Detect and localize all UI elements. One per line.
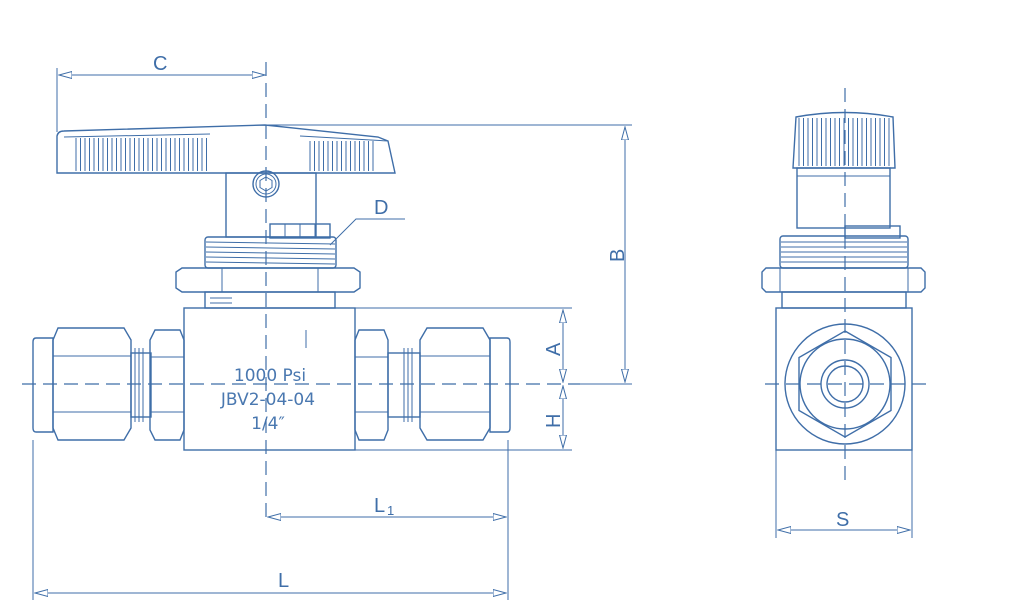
handle-knurl-right (309, 141, 374, 171)
pressure-rating: 1000 Psi (234, 366, 306, 386)
dimensions: C D B A H L 1 L (32, 53, 632, 600)
dim-c-label: C (153, 53, 167, 75)
hatch-line (205, 251, 336, 255)
dim-d-leader (329, 218, 405, 246)
lower-thread (204, 291, 336, 309)
hatch-line (205, 246, 336, 250)
handle-knurl-left (75, 138, 207, 171)
dim-b-label: B (607, 249, 629, 262)
hatch-line (205, 241, 336, 245)
handle (56, 124, 396, 174)
dim-d-label: D (374, 197, 388, 219)
dim-h-label: H (543, 414, 565, 428)
hatch-line (205, 256, 336, 260)
dim-l1-subscript: 1 (387, 503, 394, 518)
side-view: S (761, 88, 928, 538)
size-marking: 1/4″ (251, 414, 285, 434)
front-view: 1000 Psi JBV2-04-04 1/4″ (22, 62, 580, 522)
handle-cap (792, 111, 896, 169)
dim-l-label: L (278, 570, 289, 592)
side-body (775, 307, 913, 451)
dim-a-label: A (543, 342, 565, 356)
left-fitting (32, 327, 185, 441)
part-number: JBV2-04-04 (220, 390, 315, 410)
dim-l1-label: L (374, 495, 385, 517)
side-panel-nut (761, 267, 926, 293)
stem (225, 172, 317, 238)
panel-nut (175, 267, 361, 293)
hatch-line (205, 261, 336, 265)
right-fitting (354, 327, 511, 441)
side-stem (796, 167, 891, 229)
dim-s-label: S (836, 509, 849, 531)
